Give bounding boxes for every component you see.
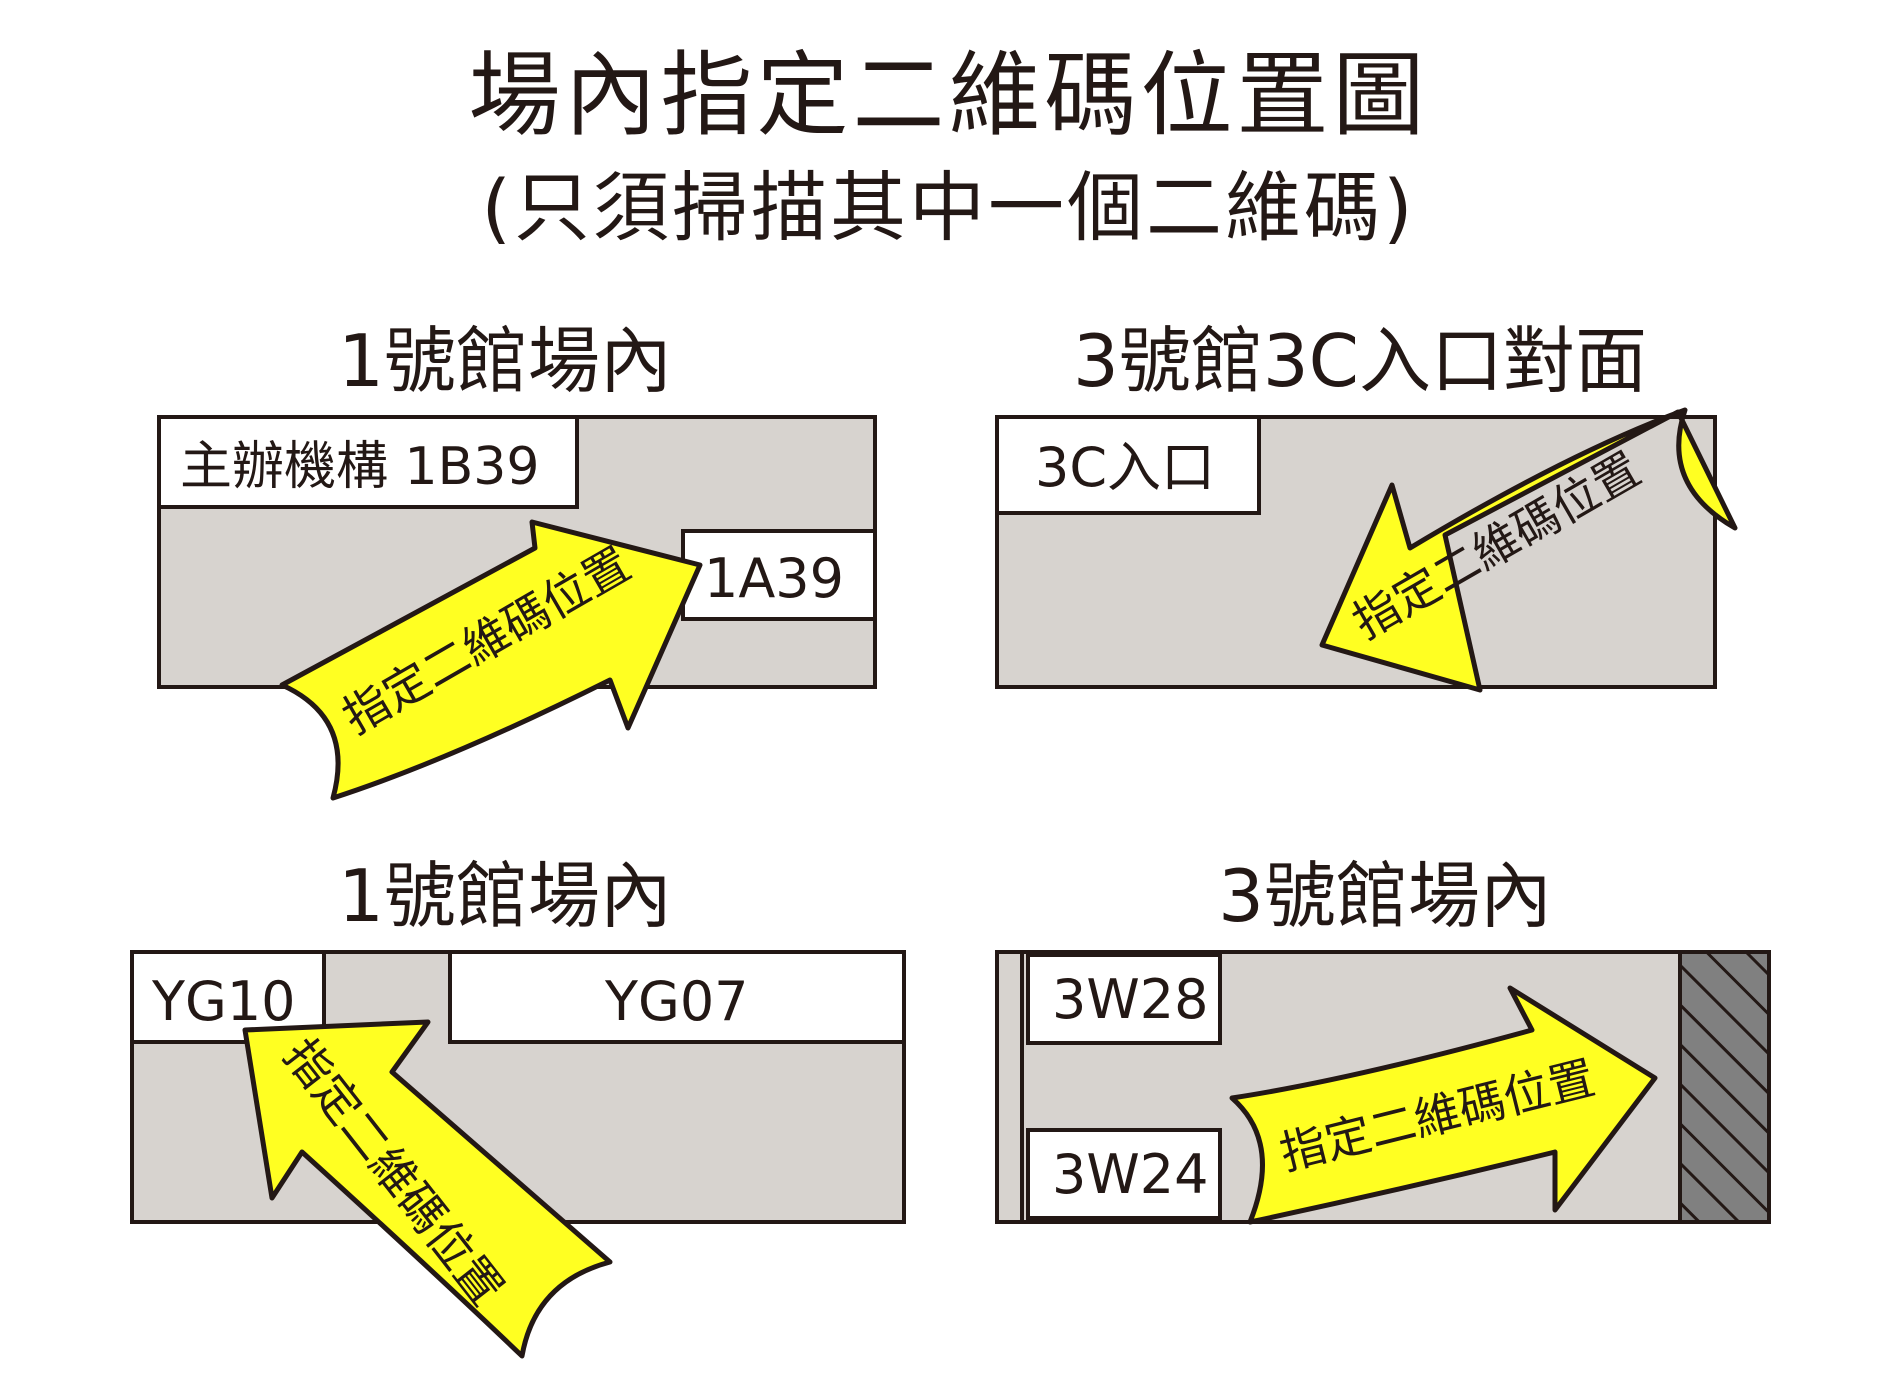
page-subtitle: (只須掃描其中一個二維碼): [481, 163, 1416, 252]
panel-4-title: 3號館場內: [1218, 854, 1552, 938]
panel-1-title: 1號館場內: [338, 319, 672, 403]
box-1a39-label: 1A39: [704, 547, 844, 610]
panel-3-title: 1號館場內: [338, 854, 672, 938]
panel-1-map: 主辦機構 1B39 1A39 指定二維碼位置: [157, 415, 877, 801]
panel-4-map: 3W28 3W24 指定二維碼位置: [995, 950, 1771, 1225]
box-3w24: [1026, 1128, 1222, 1220]
arrow-1-shape: [279, 519, 703, 801]
box-1b39: [157, 415, 579, 509]
box-yg10-label: YG10: [151, 970, 296, 1033]
box-3c-entrance: [995, 415, 1261, 515]
hatched-wall: [1678, 950, 1771, 1224]
arrow-4-shape: [1229, 985, 1658, 1225]
box-1a39: [681, 529, 877, 621]
panel-3-map: YG10 YG07 指定二維碼位置: [130, 950, 906, 1359]
panel-2-map: 3C入口 指定二維碼位置: [995, 407, 1738, 693]
arrow-3-shape: [242, 1019, 613, 1359]
page-title: 場內指定二維碼位置圖: [468, 42, 1429, 149]
box-3w28: [1026, 953, 1222, 1045]
box-yg07: [448, 950, 906, 1044]
box-3w28-label: 3W28: [1052, 968, 1208, 1031]
box-3w24-label: 3W24: [1052, 1143, 1208, 1206]
panel-2-title: 3號館3C入口對面: [1073, 319, 1647, 403]
box-3c-entrance-label: 3C入口: [1035, 436, 1215, 499]
arrow-2-shape: [1319, 407, 1738, 693]
box-yg07-label: YG07: [604, 970, 749, 1033]
box-1b39-label: 主辦機構 1B39: [180, 437, 539, 497]
